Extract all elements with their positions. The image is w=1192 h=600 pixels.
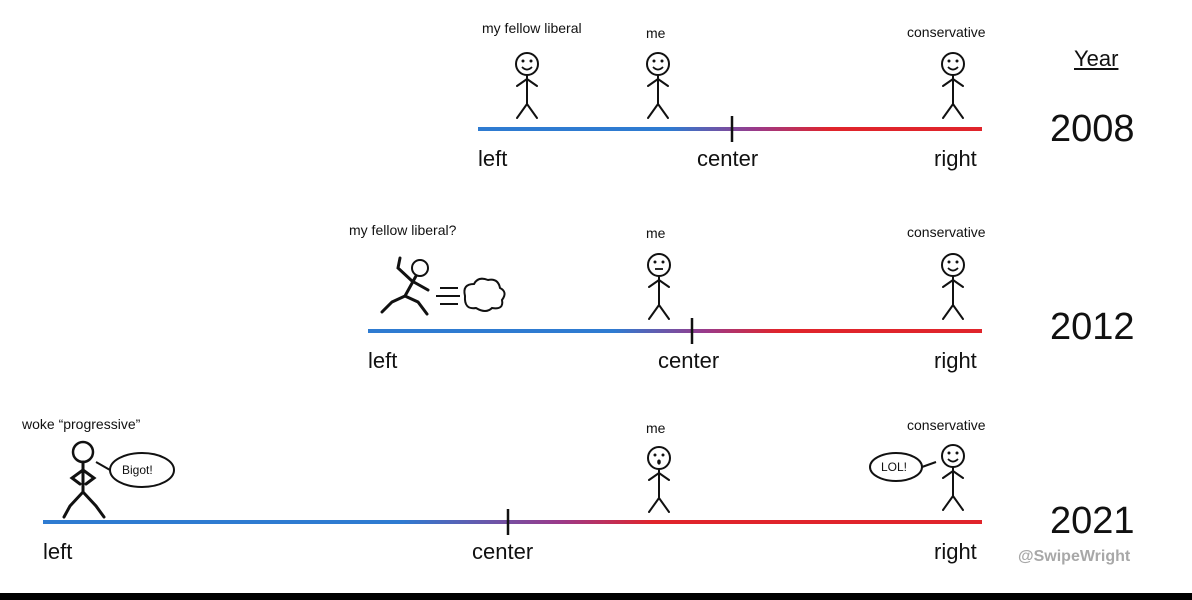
progressive-label-2021: woke “progressive”: [22, 416, 141, 432]
me-label-2012: me: [646, 225, 666, 241]
dust-cloud-icon: [436, 277, 506, 312]
lol-speech-text: LOL!: [881, 460, 908, 474]
me-label-2021: me: [646, 420, 666, 436]
liberal-label-2008: my fellow liberal: [482, 20, 582, 36]
conservative-label-2021: conservative: [907, 417, 986, 433]
me-figure-2012: [647, 253, 671, 320]
left-label-2012: left: [368, 348, 398, 373]
year-2008: 2008: [1050, 108, 1135, 150]
year-2012: 2012: [1050, 306, 1135, 348]
running-liberal-figure-2012: [380, 256, 430, 316]
left-label-2021: left: [43, 539, 73, 564]
conservative-label-2008: conservative: [907, 24, 986, 40]
liberal-label-2012: my fellow liberal?: [349, 222, 457, 238]
center-label-2008: center: [697, 146, 759, 171]
me-figure-2008: [646, 52, 670, 119]
conservative-figure-2012: [941, 253, 965, 320]
me-label-2008: me: [646, 25, 666, 41]
right-label-2012: right: [934, 348, 977, 373]
conservative-figure-2008: [941, 52, 965, 119]
credit-watermark: @SwipeWright: [1018, 548, 1131, 565]
conservative-label-2012: conservative: [907, 224, 986, 240]
right-label-2008: right: [934, 146, 977, 171]
liberal-figure-2008: [515, 52, 539, 119]
left-label-2008: left: [478, 146, 508, 171]
progressive-figure-2021: [62, 440, 106, 519]
bigot-speech-text: Bigot!: [122, 463, 153, 477]
bottom-border: [0, 593, 1192, 600]
center-label-2021: center: [472, 539, 534, 564]
center-label-2012: center: [658, 348, 720, 373]
year-header: Year: [1074, 46, 1119, 71]
me-figure-2021: [647, 446, 671, 513]
right-label-2021: right: [934, 539, 977, 564]
year-2021: 2021: [1050, 500, 1135, 542]
conservative-figure-2021: [941, 444, 965, 511]
